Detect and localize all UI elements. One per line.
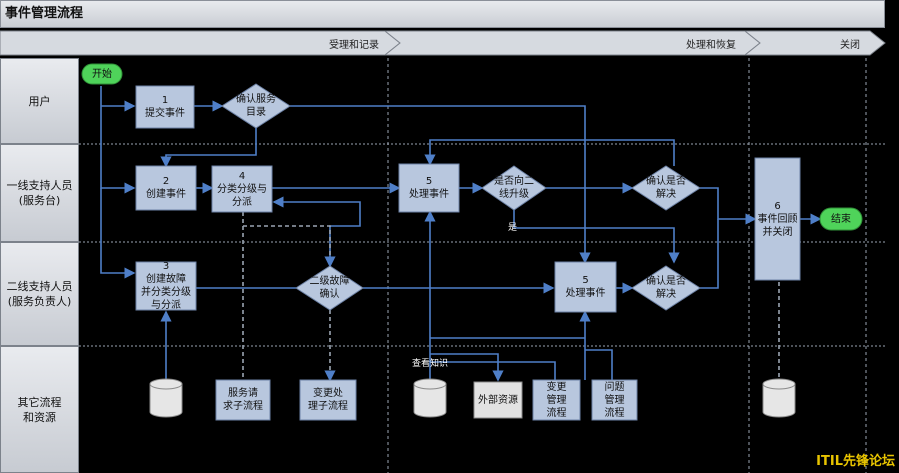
change-handling-box xyxy=(299,379,357,421)
change-mgmt-box xyxy=(532,379,581,421)
view-knowledge-label: 查看知识 xyxy=(412,359,449,369)
connectors xyxy=(100,86,822,382)
problem-mgmt-box xyxy=(591,379,638,421)
phase-resolve: 处理和恢复 xyxy=(686,40,736,51)
database-icon-3 xyxy=(762,378,796,418)
start-terminal xyxy=(81,63,123,85)
decisions xyxy=(221,83,701,311)
submit-box xyxy=(135,85,195,129)
lane-user: 用户 xyxy=(0,58,79,144)
phase-close: 关闭 xyxy=(840,40,860,51)
lane-other: 其它流程 和资源 xyxy=(0,346,79,473)
external-box xyxy=(473,381,523,419)
create-fault-box xyxy=(135,261,197,311)
resolved-l1-diamond xyxy=(631,165,701,211)
close-box xyxy=(754,157,801,281)
lane-second-line: 二线支持人员 (服务负责人) xyxy=(0,242,79,346)
lane-first-line: 一线支持人员 (服务台) xyxy=(0,144,79,242)
escalate-diamond xyxy=(481,165,547,211)
database-icon-2 xyxy=(413,378,447,418)
service-request-box xyxy=(215,379,271,421)
watermark: ITIL先锋论坛 xyxy=(816,454,895,469)
resolved-l2-diamond xyxy=(631,265,701,311)
phase-row xyxy=(0,30,899,56)
databases xyxy=(149,378,796,418)
dashed-connectors xyxy=(242,212,780,382)
classify-box xyxy=(211,165,273,213)
process-boxes xyxy=(135,85,801,421)
diagram-title: 事件管理流程 xyxy=(0,0,885,28)
fault-confirm-diamond xyxy=(295,265,364,311)
confirm-catalog-diamond xyxy=(221,83,291,129)
handle-l2-box xyxy=(554,261,617,313)
yes-label: 是 xyxy=(508,223,518,233)
create-box xyxy=(135,165,197,211)
database-icon-1 xyxy=(149,378,183,418)
end-terminal xyxy=(819,207,863,231)
phase-intake: 受理和记录 xyxy=(329,40,379,51)
handle-l1-box xyxy=(398,163,460,213)
